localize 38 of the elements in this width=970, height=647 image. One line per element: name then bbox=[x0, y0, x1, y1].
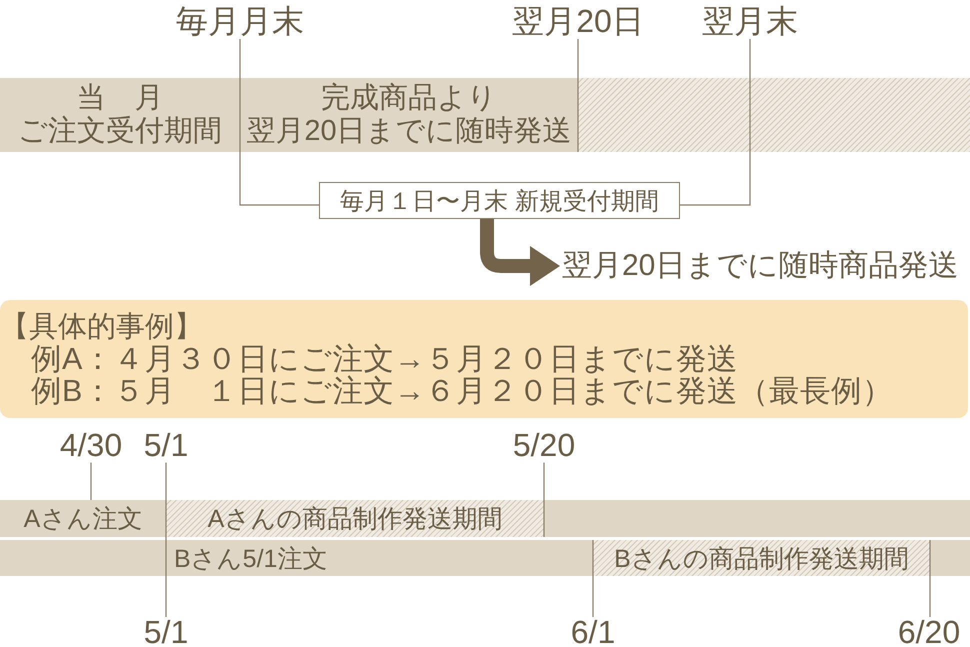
date-tick-line bbox=[165, 462, 167, 617]
band-segment: Aさん注文 bbox=[0, 500, 166, 537]
example-panel bbox=[0, 300, 968, 418]
example-text: 例A：４月３０日にご注文→５月２０日までに発送 bbox=[31, 343, 738, 375]
band-segment bbox=[930, 540, 970, 576]
date-label: 5/20 bbox=[512, 429, 576, 463]
hatched-band-segment bbox=[750, 78, 970, 152]
band-segment bbox=[240, 78, 578, 152]
band-segment: Bさん5/1注文 bbox=[166, 540, 593, 576]
band-text: 完成商品より bbox=[321, 82, 497, 115]
date-tick-line bbox=[577, 39, 579, 152]
date-label: 6/20 bbox=[898, 617, 960, 647]
band-segment bbox=[0, 540, 166, 576]
hatched-band-segment: Aさんの商品制作発送期間 bbox=[166, 500, 544, 537]
band-text: 翌月20日までに随時発送 bbox=[246, 115, 572, 148]
date-label: 翌月20日 bbox=[512, 3, 644, 39]
date-label: 翌月末 bbox=[702, 3, 798, 39]
hatched-band-segment: Bさんの商品制作発送期間 bbox=[593, 540, 930, 576]
date-label: 5/1 bbox=[144, 617, 188, 647]
period-box: 毎月１日〜月末 新規受付期間 bbox=[319, 182, 680, 219]
band-text: 当 月 bbox=[76, 82, 164, 115]
date-tick-line bbox=[543, 462, 545, 537]
bracket-line bbox=[680, 39, 751, 206]
band-text: ご注文受付期間 bbox=[18, 115, 222, 148]
hatched-band-segment bbox=[578, 78, 750, 152]
date-tick-line bbox=[929, 540, 931, 617]
bracket-line bbox=[239, 39, 319, 206]
shipping-note: 翌月20日までに随時商品発送 bbox=[562, 248, 958, 284]
date-label: 6/1 bbox=[570, 617, 616, 647]
band-segment bbox=[544, 500, 970, 537]
panel-heading: 【具体的事例】 bbox=[0, 311, 203, 343]
date-tick-line bbox=[592, 540, 594, 617]
band-segment bbox=[0, 78, 240, 152]
date-label: 4/30 bbox=[60, 429, 122, 463]
example-text: 例B：５月 １日にご注文→６月２０日までに発送（最長例） bbox=[31, 375, 893, 407]
date-tick-line bbox=[90, 462, 92, 500]
date-label: 5/1 bbox=[144, 429, 188, 463]
date-label: 毎月月末 bbox=[176, 3, 304, 39]
